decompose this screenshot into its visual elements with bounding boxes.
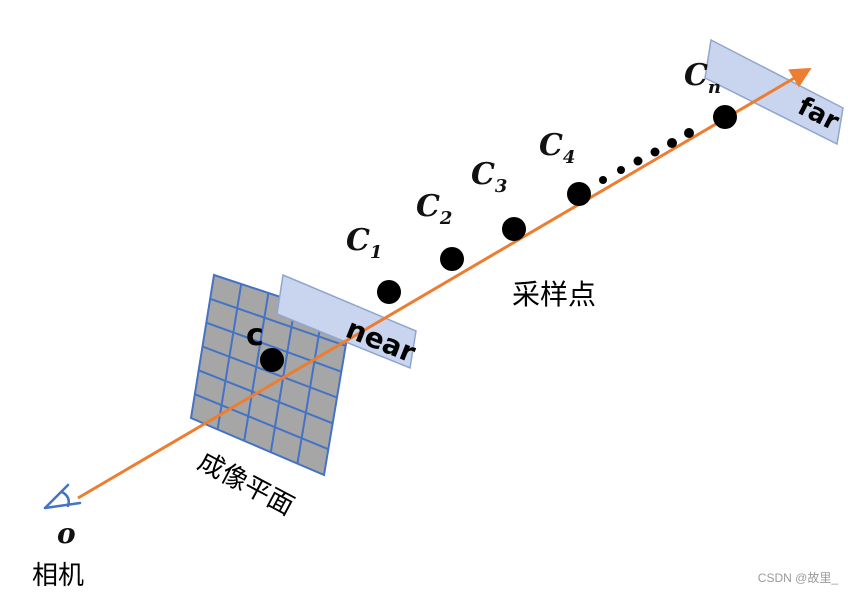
grid-line: [194, 393, 329, 451]
grid-line: [202, 345, 338, 399]
sample-points: [377, 105, 737, 304]
camera-ray: [77, 67, 812, 500]
sample-point-3: [502, 217, 526, 241]
pixel-label: c: [246, 318, 264, 353]
camera-icon: [43, 483, 82, 510]
sample-point-1: [377, 280, 401, 304]
sample-point-2: [440, 247, 464, 271]
samples-label: 采样点: [512, 278, 596, 311]
ellipsis-dot: [667, 138, 677, 148]
origin-label: o: [57, 517, 76, 550]
sample-label-3: C3: [471, 157, 507, 197]
grid-line: [205, 321, 342, 373]
watermark: CSDN @故里_: [757, 571, 838, 585]
sample-label-4: C4: [539, 128, 575, 168]
sample-point-n: [713, 105, 737, 129]
grid-line: [198, 369, 334, 425]
sample-label-n: Cn: [684, 58, 721, 98]
sample-point-4: [567, 182, 591, 206]
ellipsis-dot: [633, 156, 643, 166]
grid-line: [209, 297, 346, 347]
ellipsis-dot: [684, 128, 694, 138]
ellipsis-dot: [599, 176, 607, 184]
ellipsis-dot: [650, 147, 660, 157]
camera-label: 相机: [32, 561, 84, 591]
ellipsis-dot: [617, 166, 625, 174]
sample-label-1: C1: [346, 223, 382, 263]
sample-label-2: C2: [416, 189, 452, 229]
near-plane: [276, 273, 417, 370]
pixel-point: [260, 348, 284, 372]
